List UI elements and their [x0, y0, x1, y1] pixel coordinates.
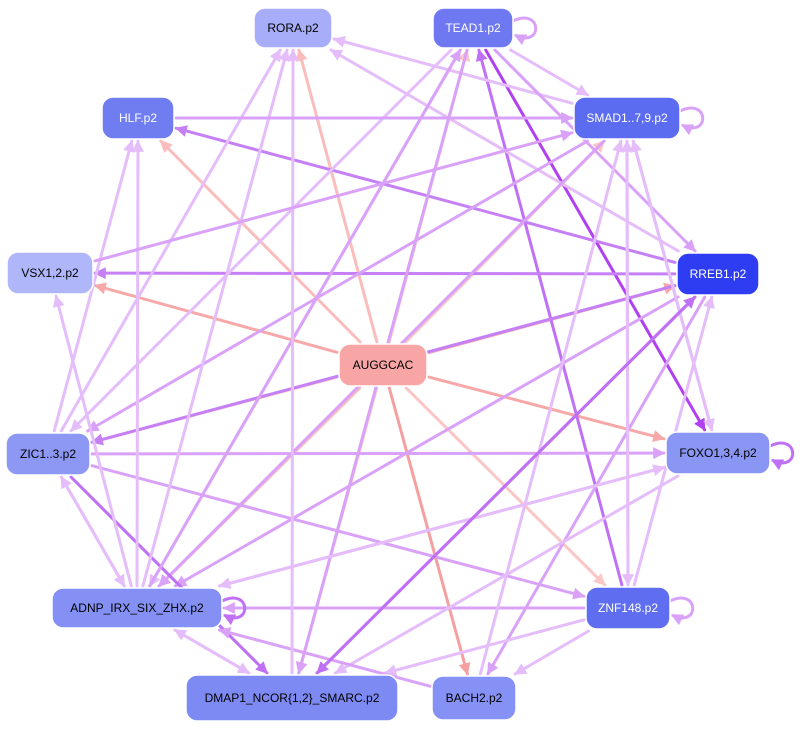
edge-adnp-to-hlf	[131, 139, 144, 588]
node-box	[185, 674, 399, 722]
edge-rreb1-to-hlf	[174, 125, 677, 264]
node-label: DMAP1_NCOR{1,2}_SMARC.p2	[205, 691, 380, 705]
node-label: RORA.p2	[267, 21, 319, 35]
edge-adnp-to-vsx	[52, 294, 133, 588]
self-loop-tead1	[512, 16, 538, 46]
edge-smad-to-rora	[332, 36, 574, 105]
node-box	[338, 343, 428, 387]
edge-vsx-to-smad	[93, 129, 574, 263]
node-box	[585, 586, 671, 630]
edge-foxo-to-adnp	[218, 465, 666, 590]
node-box	[51, 587, 223, 629]
edge-adnp-to-tead1	[148, 48, 462, 588]
node-label: AUGGCAC	[353, 358, 414, 372]
node-label: FOXO1,3,4.p2	[679, 446, 757, 460]
edge-znf148-to-tead1	[475, 48, 624, 587]
node-rora[interactable]: RORA.p2	[253, 7, 333, 49]
node-label: RREB1.p2	[690, 267, 747, 281]
node-adnp[interactable]: ADNP_IRX_SIX_ZHX.p2	[51, 587, 223, 629]
edge-bach2-to-smad	[478, 139, 624, 676]
node-hlf[interactable]: HLF.p2	[101, 96, 175, 140]
node-auggcac[interactable]: AUGGCAC	[338, 343, 428, 387]
node-label: ZNF148.p2	[598, 601, 658, 615]
node-box	[432, 7, 514, 49]
node-znf148[interactable]: ZNF148.p2	[585, 586, 671, 630]
node-label: TEAD1.p2	[445, 21, 501, 35]
node-box	[573, 96, 681, 140]
node-box	[101, 96, 175, 140]
edge-foxo-to-smad	[630, 139, 714, 432]
edge-rreb1-to-vsx	[93, 267, 677, 280]
edge-tead1-to-smad	[509, 48, 590, 97]
edge-dmap1-to-rreb1	[315, 295, 697, 675]
edge-layer	[52, 36, 715, 688]
node-box	[5, 432, 91, 476]
edge-rreb1-to-adnp	[173, 295, 680, 588]
node-box	[431, 675, 517, 721]
edge-tead1-to-zic	[69, 48, 453, 433]
node-label: BACH2.p2	[446, 691, 503, 705]
self-loop-foxo	[769, 441, 795, 471]
node-box	[6, 251, 94, 295]
edge-zic-to-znf148	[90, 464, 586, 600]
node-label: ZIC1..3.p2	[20, 447, 76, 461]
edge-zic-to-foxo	[90, 447, 666, 460]
node-label: VSX1,2.p2	[21, 266, 79, 280]
node-label: ADNP_IRX_SIX_ZHX.p2	[70, 601, 204, 615]
node-box	[665, 431, 771, 475]
self-loop-layer	[221, 16, 795, 626]
node-zic[interactable]: ZIC1..3.p2	[5, 432, 91, 476]
edge-dmap1-to-adnp	[173, 628, 251, 675]
edge-adnp-to-rora	[141, 48, 291, 588]
edge-bach2-to-adnp	[217, 626, 432, 688]
node-box	[676, 252, 760, 296]
node-vsx[interactable]: VSX1,2.p2	[6, 251, 94, 295]
node-label: HLF.p2	[119, 111, 157, 125]
self-loop-smad	[679, 106, 705, 136]
self-loop-znf148	[669, 596, 695, 626]
edge-znf148-to-bach2	[513, 629, 591, 676]
node-rreb1[interactable]: RREB1.p2	[676, 252, 760, 296]
edge-dmap1-to-rora	[286, 48, 299, 675]
edge-znf148-to-dmap1	[383, 618, 586, 677]
node-foxo[interactable]: FOXO1,3,4.p2	[665, 431, 771, 475]
node-bach2[interactable]: BACH2.p2	[431, 675, 517, 721]
node-tead1[interactable]: TEAD1.p2	[432, 7, 514, 49]
edge-tead1-to-rreb1	[493, 48, 697, 253]
edge-zic-to-dmap1	[69, 475, 269, 675]
node-smad[interactable]: SMAD1..7,9.p2	[573, 96, 681, 140]
node-box	[253, 7, 333, 49]
edge-adnp-to-zic	[59, 475, 126, 588]
self-loop-adnp	[221, 596, 247, 626]
edge-auggcac-to-foxo	[427, 375, 666, 442]
node-label: SMAD1..7,9.p2	[586, 111, 668, 125]
edge-smad-to-zic	[86, 139, 589, 433]
node-dmap1[interactable]: DMAP1_NCOR{1,2}_SMARC.p2	[185, 674, 399, 722]
